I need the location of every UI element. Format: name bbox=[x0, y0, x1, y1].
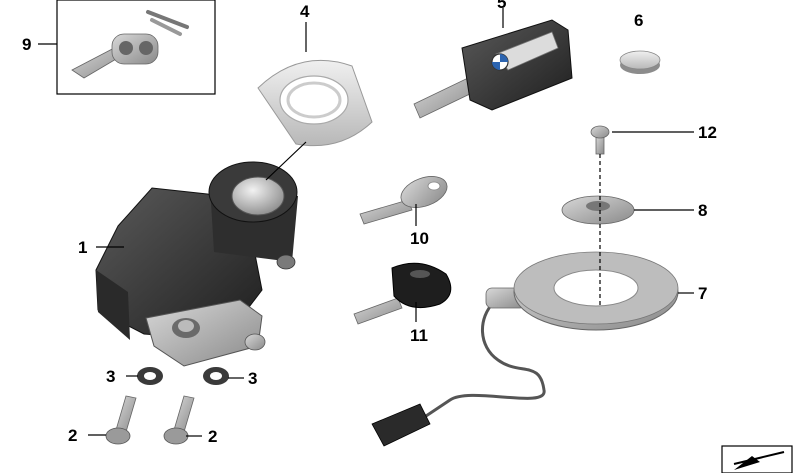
antenna-ring bbox=[371, 251, 679, 447]
callout-7: 9 bbox=[22, 35, 31, 54]
repair-kit-box bbox=[56, 0, 216, 95]
ignition-lock bbox=[95, 161, 298, 367]
callout-6: 6 bbox=[634, 11, 643, 30]
callout-8: 10 bbox=[410, 229, 429, 248]
screw bbox=[590, 125, 610, 155]
callout-11: 8 bbox=[698, 201, 707, 220]
bolt-right bbox=[163, 395, 195, 445]
washer-right bbox=[203, 367, 229, 385]
callout-12: 12 bbox=[698, 123, 717, 142]
callout-10: 7 bbox=[698, 284, 707, 303]
washer-left bbox=[137, 367, 163, 385]
key bbox=[353, 262, 452, 325]
bracket-plate bbox=[561, 195, 635, 225]
repair-kit-lever bbox=[71, 33, 159, 79]
cover-ring bbox=[257, 59, 373, 147]
coin-battery bbox=[619, 50, 661, 74]
key-blank bbox=[359, 176, 448, 225]
callout-2-left: 2 bbox=[68, 426, 77, 445]
callout-3-left: 3 bbox=[106, 367, 115, 386]
bolt-left bbox=[105, 395, 137, 445]
callout-5: 5 bbox=[497, 0, 506, 12]
callout-4: 4 bbox=[300, 2, 310, 21]
leader-lines bbox=[38, 8, 694, 437]
callout-3-right: 3 bbox=[248, 369, 257, 388]
callout-labels: 9 4 5 6 1 3 3 2 2 10 11 12 8 7 bbox=[22, 0, 717, 446]
repair-kit-pins bbox=[146, 10, 189, 36]
callout-2-right: 2 bbox=[208, 427, 217, 446]
callout-1: 1 bbox=[78, 238, 87, 257]
navigation-arrow-icon[interactable] bbox=[721, 445, 793, 473]
folding-key bbox=[413, 19, 573, 119]
callout-9: 11 bbox=[410, 326, 428, 345]
